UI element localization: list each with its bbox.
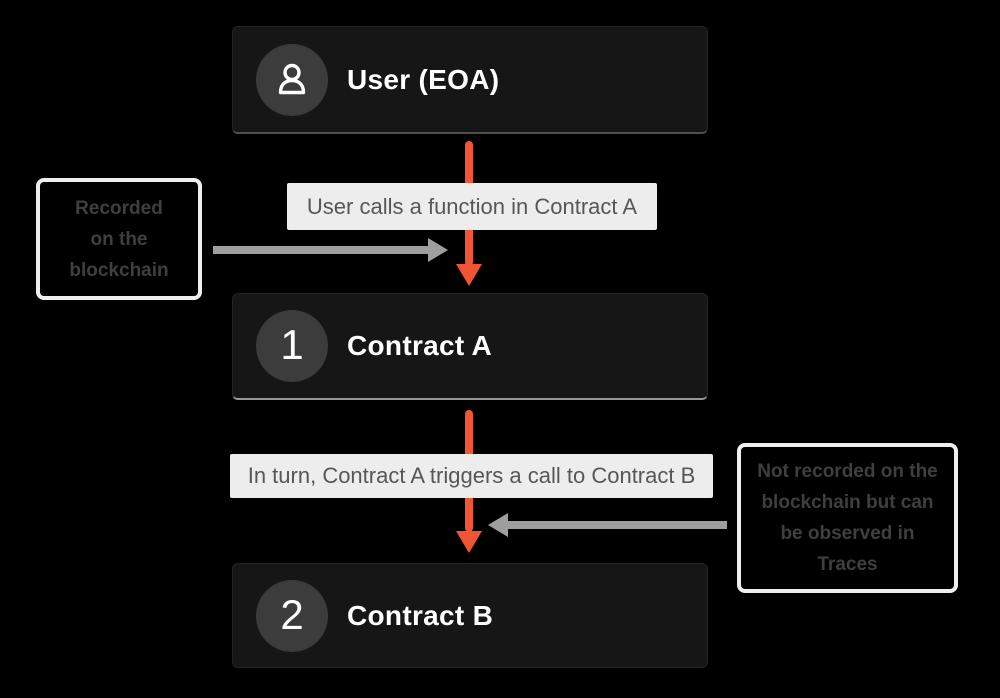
arrow-contract-a-to-contract-b-head [456,531,482,553]
recorded-annotation-arrow-head [428,238,448,262]
edge-label-text: In turn, Contract A triggers a call to C… [247,463,696,488]
contract-a-number: 1 [280,321,304,368]
annotation-line: Not recorded on the [757,461,938,482]
person-icon [278,63,306,94]
not-recorded-annotation-arrow-head [488,513,508,537]
recorded-annotation-arrow-line [213,246,429,254]
arrow-user-to-contract-a-head [456,264,482,286]
node-contract-a: 1 Contract A [232,293,708,400]
annotation-line: blockchain but can [761,492,934,513]
annotation-line: be observed in [780,523,915,544]
annotation-recorded-on-blockchain: Recorded on the blockchain [36,178,202,300]
node-title-contract-a: Contract A [347,330,493,361]
annotation-line: on the [90,228,148,250]
annotation-line: blockchain [69,259,169,281]
edge-label-text: User calls a function in Contract A [306,193,638,219]
contract-b-number: 2 [280,590,304,638]
annotation-line: Recorded [75,197,163,219]
node-title-user: User (EOA) [347,63,500,95]
edge-label-user-calls-contract-a: User calls a function in Contract A [287,183,657,230]
annotation-line: Traces [817,554,878,575]
contract-a-badge: 1 [256,310,328,382]
not-recorded-annotation-arrow-line [508,521,727,529]
edge-label-contract-a-calls-contract-b: In turn, Contract A triggers a call to C… [230,454,713,498]
contract-b-badge: 2 [256,579,328,652]
annotation-not-recorded-traces: Not recorded on the blockchain but can b… [737,443,958,593]
node-contract-b: 2 Contract B [232,563,708,668]
node-user-eoa: User (EOA) [232,26,708,134]
user-badge [256,43,328,116]
node-title-contract-b: Contract B [347,599,494,631]
